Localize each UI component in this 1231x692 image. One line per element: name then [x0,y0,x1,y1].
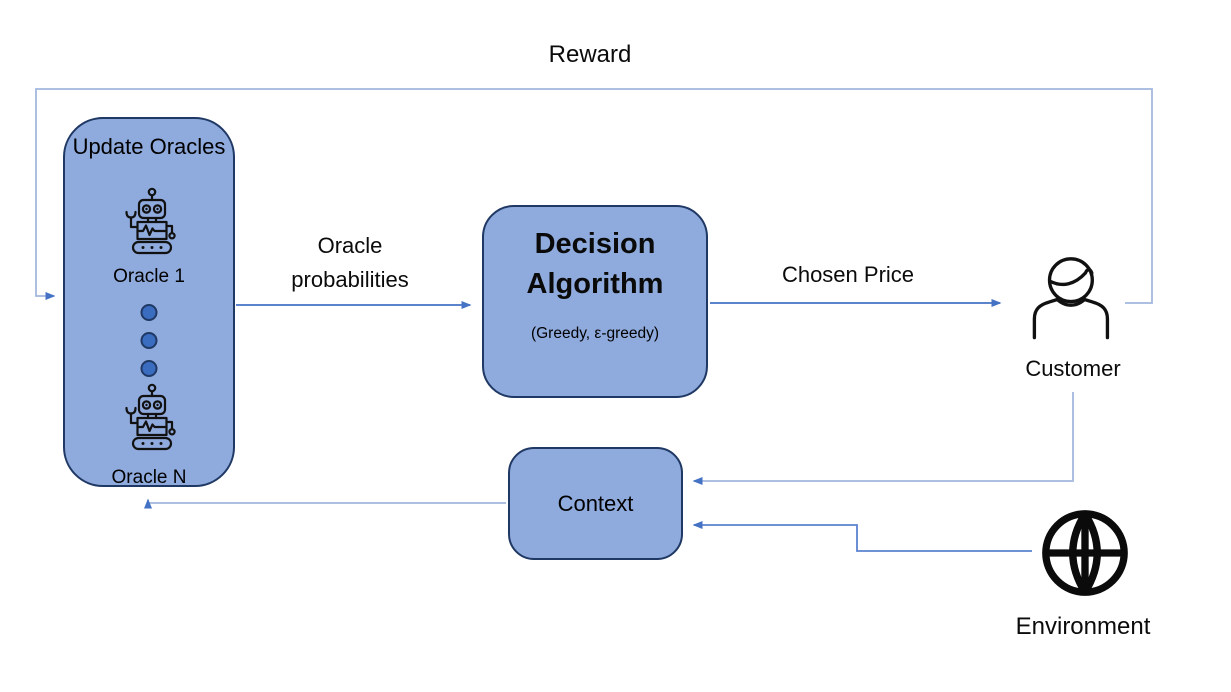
environment-label: Environment [1015,613,1151,640]
reward-label: Reward [548,41,632,68]
ellipsis-dot [140,332,158,349]
oracle-n-label: Oracle N [111,467,187,488]
robot-icon [125,187,176,255]
context-box: Context [508,447,683,560]
ellipsis-dots [140,304,158,388]
oracle-1-label: Oracle 1 [113,266,185,287]
context-label: Context [557,490,634,516]
decision-algorithm-title: Decision Algorithm [526,228,664,300]
customer-label: Customer [1025,356,1121,381]
robot-icon [125,383,176,451]
oracle-probabilities-label: Oracle probabilities [291,233,409,292]
context-to-oracles-connector [144,498,506,509]
decision-algorithm-box: Decision Algorithm (Greedy, ε-greedy) [482,205,708,398]
decision-algorithm-subtitle: (Greedy, ε-greedy) [530,325,660,342]
environment-to-context-connector [692,521,1032,552]
ellipsis-dot [140,304,158,321]
oracle-panel: Update Oracles Oracle 1 [63,117,235,488]
chosen-price-label: Chosen Price [781,262,915,287]
customer-icon [1032,257,1110,340]
ellipsis-dot [140,360,158,377]
oracle-panel-title: Update Oracles [72,134,226,159]
customer-to-context-connector [692,392,1074,485]
globe-icon [1042,510,1128,596]
